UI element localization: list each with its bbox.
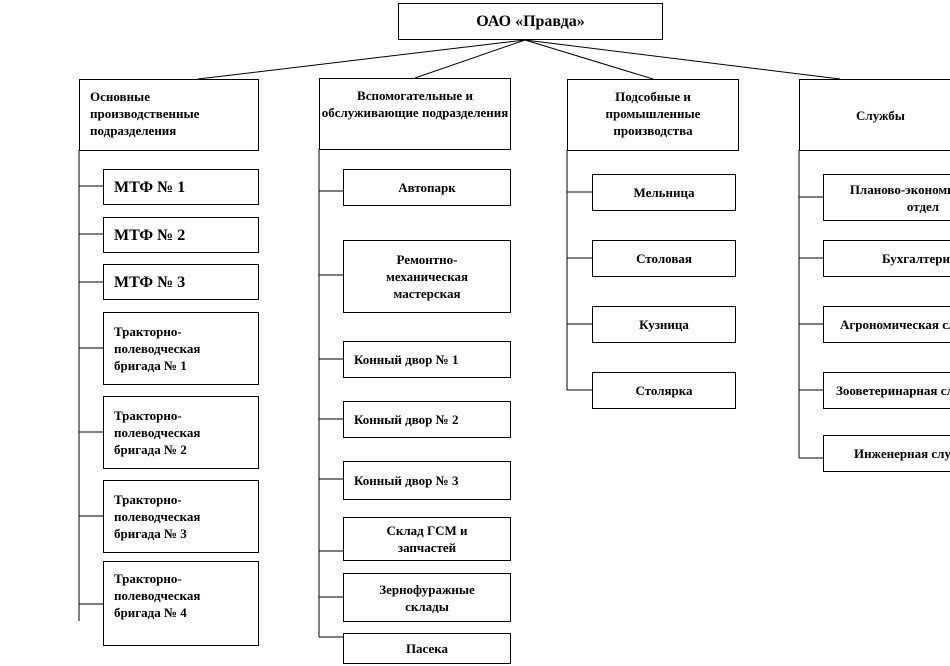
- unit-label: Столярка: [635, 383, 693, 398]
- unit-label: Тракторно-полеводческая бригада № 1: [114, 324, 201, 373]
- root-node: ОАО «Правда»: [398, 3, 663, 40]
- unit-label: Мельница: [633, 185, 695, 200]
- unit-label: Столовая: [636, 251, 692, 266]
- unit-label: Тракторно-полеводческая бригада № 4: [114, 571, 201, 620]
- unit-box: Конный двор № 3: [343, 461, 511, 500]
- unit-box: Пасека: [343, 633, 511, 664]
- unit-box: Мельница: [592, 174, 736, 211]
- unit-label: Автопарк: [398, 180, 456, 195]
- department-title: Подсобные и промышленные производства: [605, 89, 701, 138]
- unit-label: Конный двор № 2: [354, 412, 459, 427]
- unit-box: Тракторно-полеводческая бригада № 3: [103, 480, 259, 553]
- unit-box: Конный двор № 1: [343, 341, 511, 378]
- unit-box: Тракторно-полеводческая бригада № 4: [103, 561, 259, 646]
- unit-box: МТФ № 1: [103, 169, 259, 205]
- unit-label: Конный двор № 1: [354, 352, 459, 367]
- unit-box: Агрономическая служба: [823, 306, 950, 343]
- department-title: Службы: [856, 107, 905, 123]
- unit-box: Зооветеринарная служба: [823, 372, 950, 409]
- unit-box: Конный двор № 2: [343, 401, 511, 438]
- unit-box: Склад ГСМ и запчастей: [343, 517, 511, 561]
- unit-box: Бухгалтерия: [823, 240, 950, 277]
- unit-label: Пасека: [405, 641, 449, 656]
- unit-label: Тракторно-полеводческая бригада № 3: [114, 492, 201, 541]
- unit-box: Столярка: [592, 372, 736, 409]
- unit-box: Планово-экономический отдел: [823, 174, 950, 221]
- department-title: Вспомогательные и обслуживающие подразде…: [321, 88, 509, 120]
- unit-label: Инженерная служба: [854, 446, 950, 461]
- department-header-main: Основные производственные подразделения: [79, 79, 259, 151]
- unit-label: Планово-экономический отдел: [849, 181, 950, 214]
- unit-box: Зернофуражные склады: [343, 573, 511, 622]
- unit-label: Склад ГСМ и запчастей: [386, 523, 468, 555]
- root-label: ОАО «Правда»: [476, 13, 585, 30]
- unit-box: Тракторно-полеводческая бригада № 2: [103, 396, 259, 469]
- unit-label: Конный двор № 3: [354, 473, 459, 488]
- department-title: Основные производственные подразделения: [90, 89, 200, 138]
- unit-box: МТФ № 3: [103, 264, 259, 300]
- unit-box: Автопарк: [343, 169, 511, 206]
- unit-label: Зернофуражные склады: [379, 581, 475, 614]
- unit-label: Тракторно-полеводческая бригада № 2: [114, 408, 201, 457]
- unit-label: Зооветеринарная служба: [836, 383, 950, 398]
- unit-box: Тракторно-полеводческая бригада № 1: [103, 312, 259, 385]
- unit-label: Ремонтно-механическая мастерская: [385, 252, 469, 301]
- unit-label: МТФ № 3: [114, 273, 186, 291]
- unit-label: Кузница: [639, 317, 689, 332]
- department-header-auxiliary: Вспомогательные и обслуживающие подразде…: [319, 78, 511, 150]
- unit-label: Бухгалтерия: [882, 251, 950, 266]
- unit-label: МТФ № 1: [114, 178, 186, 196]
- department-header-subsidiary: Подсобные и промышленные производства: [567, 79, 739, 151]
- department-header-services: Службы: [799, 79, 950, 151]
- unit-box: Столовая: [592, 240, 736, 277]
- unit-box: Инженерная служба: [823, 435, 950, 472]
- unit-box: Ремонтно-механическая мастерская: [343, 240, 511, 313]
- unit-box: Кузница: [592, 306, 736, 343]
- unit-box: МТФ № 2: [103, 217, 259, 253]
- unit-label: Агрономическая служба: [840, 317, 950, 332]
- unit-label: МТФ № 2: [114, 226, 186, 244]
